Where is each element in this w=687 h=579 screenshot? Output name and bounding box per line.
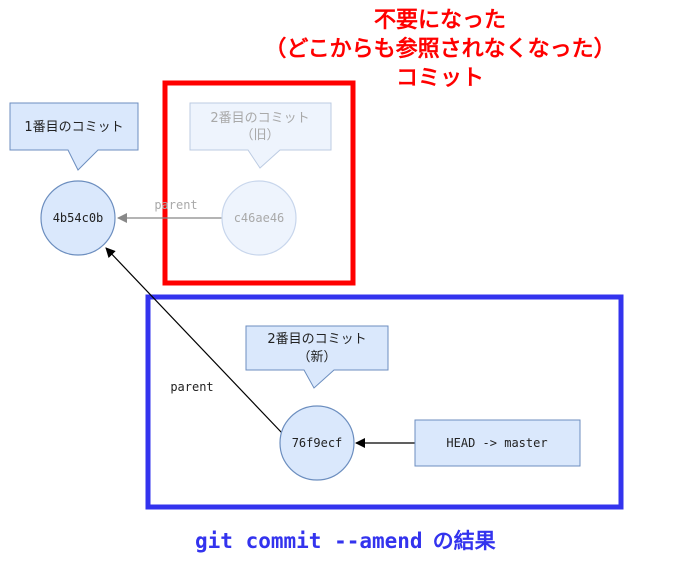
obsolete-title-line1: 不要になった — [374, 8, 506, 33]
commit-node-4b54c0b[interactable]: 4b54c0b — [40, 180, 116, 256]
callout-first-label: 1番目のコミット — [24, 120, 123, 135]
callout-second-commit-old — [189, 102, 332, 169]
callout-second-new-line2: （新） — [297, 349, 336, 365]
edge-new-parent — [105, 247, 283, 434]
commit-hash-1: 4b54c0b — [53, 211, 104, 225]
amend-result-frame — [145, 294, 624, 510]
head-ref-box[interactable]: HEAD -> master — [414, 419, 581, 467]
commit-hash-2-old: c46ae46 — [234, 211, 285, 225]
obsolete-commit-title: 不要になった （どこからも参照されなくなった） コミット — [264, 8, 615, 91]
caption-command: git commit --amend — [195, 529, 423, 553]
callout-second-old-line2: （旧） — [240, 128, 279, 143]
caption-suffix: の結果 — [433, 529, 496, 553]
callout-second-old-line1: 2番目のコミット — [210, 111, 309, 126]
edge-new-parent-label: parent — [170, 380, 213, 394]
commit-node-c46ae46[interactable]: c46ae46 — [221, 180, 297, 256]
amend-caption: git commit --amend の結果 — [195, 529, 496, 553]
head-ref-label: HEAD -> master — [446, 436, 547, 450]
obsolete-title-line3: コミット — [396, 66, 484, 91]
edge-old-parent-label: parent — [154, 198, 197, 212]
callout-second-new-line1: 2番目のコミット — [267, 332, 366, 347]
commit-node-76f9ecf[interactable]: 76f9ecf — [279, 405, 355, 481]
obsolete-commit-frame — [162, 80, 356, 286]
callout-second-commit-new: 2番目のコミット （新） — [245, 325, 389, 389]
obsolete-title-line2: （どこからも参照されなくなった） — [264, 36, 615, 62]
commit-hash-2-new: 76f9ecf — [292, 436, 343, 450]
callout-first-commit: 1番目のコミット — [9, 102, 139, 171]
